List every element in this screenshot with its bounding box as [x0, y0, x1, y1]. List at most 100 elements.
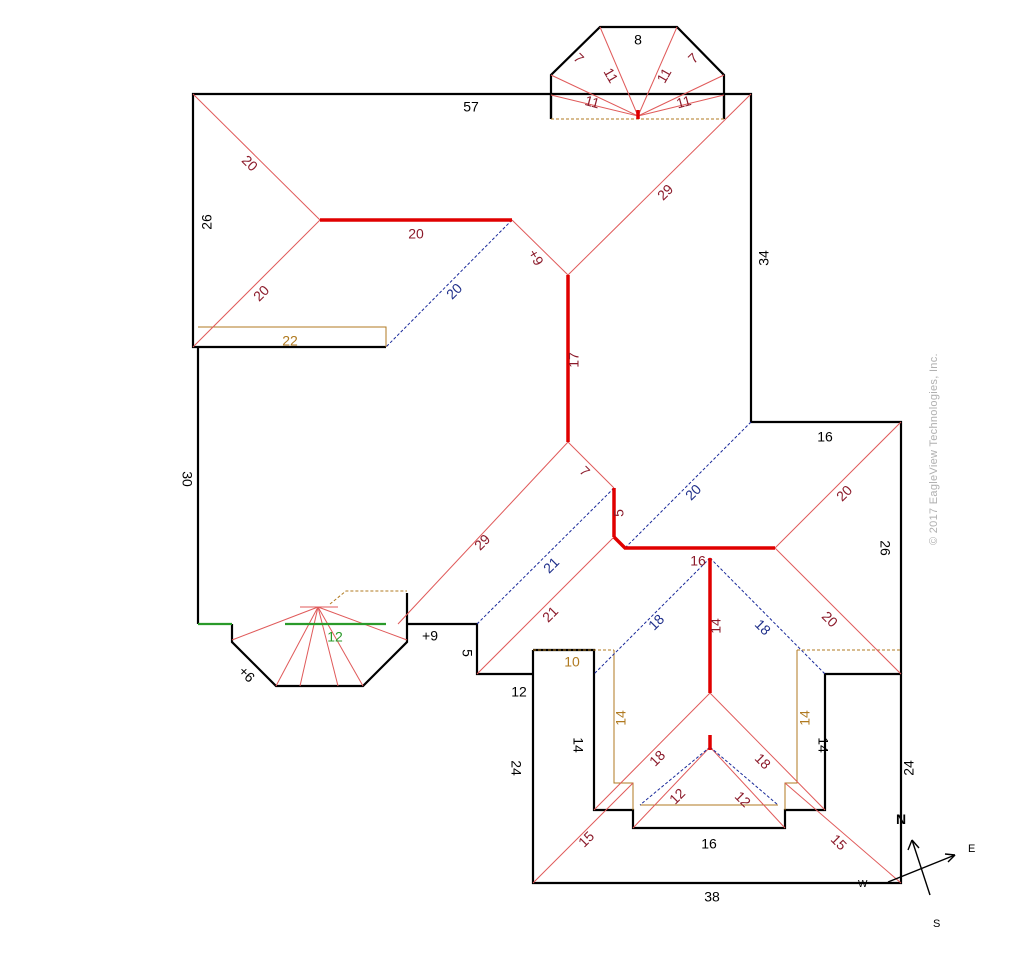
label-hip-plus9: +9: [525, 246, 547, 268]
bay-hip-3: [299, 606, 319, 687]
label-gable-11-a: 11: [601, 65, 622, 86]
rake-upper-left: [198, 326, 387, 347]
hip-right-lower: [774, 547, 902, 675]
label-hip-7: 7: [577, 463, 594, 480]
label-left-lower-eave: 30: [179, 471, 195, 487]
label-hip-12-left: 12: [666, 785, 688, 807]
hip-7: [567, 441, 615, 489]
label-step-12: 12: [511, 684, 527, 700]
gable-hip-1: [550, 74, 639, 117]
label-valley-21: 21: [540, 554, 562, 576]
eave-upper-west-block: [191, 92, 903, 674]
label-valley-20-right: 20: [682, 481, 704, 503]
hip-ne-upper: [567, 93, 752, 276]
label-valley-20-left: 20: [443, 280, 465, 302]
label-hip-15-right: 15: [828, 831, 850, 853]
valley-18-left: [593, 557, 711, 675]
label-inner-right-14: 14: [815, 737, 831, 753]
rake-dashed-lines: [329, 118, 901, 651]
hip-21: [476, 536, 615, 675]
gable-hip-2: [599, 26, 639, 117]
rake-left-bay: [329, 590, 407, 605]
eave-top-gable: [549, 25, 726, 119]
eave-left-bay: [230, 593, 409, 688]
label-flash-12: 12: [327, 629, 343, 645]
label-bay-right-plus9: +9: [422, 628, 438, 644]
bay-hip-4: [317, 606, 339, 687]
label-left-lower-wing-eave: 24: [508, 760, 524, 776]
valley-inner-left: [639, 746, 711, 806]
ridge-16: [612, 535, 775, 550]
label-gable-7-right: 7: [685, 50, 702, 67]
label-ridge-17: 17: [566, 352, 582, 368]
hip-29-lower: [397, 441, 569, 625]
label-rake-14-right: 14: [797, 710, 813, 726]
label-hip-20-right-upper: 20: [833, 482, 855, 504]
label-gable-11-d: 11: [675, 92, 693, 111]
hip-plus9: [511, 219, 569, 276]
valley-lines: [385, 219, 826, 806]
label-gable-11-b: 11: [653, 65, 674, 86]
gable-hip-5: [550, 94, 639, 117]
label-hip-29-lower: 29: [471, 531, 493, 553]
rake-lower-left: [613, 650, 634, 810]
compass-east-label: E: [968, 843, 975, 855]
hip-inner-left: [632, 746, 711, 829]
gable-hip-4: [637, 74, 725, 117]
label-right-mid-eave-top: 16: [817, 429, 833, 445]
label-hip-20-left: 20: [250, 282, 272, 304]
ridge-lines: [320, 110, 775, 750]
label-right-mid-eave: 26: [877, 540, 893, 556]
copyright-watermark: © 2017 EagleView Technologies, Inc.: [928, 353, 940, 545]
valley-18-right: [709, 557, 826, 675]
label-hip-18-left: 18: [646, 747, 668, 769]
label-ridge-16: 16: [690, 553, 706, 569]
label-gable-11-c: 11: [583, 92, 601, 111]
label-rake-22: 22: [282, 333, 298, 349]
label-hip-20-upper: 20: [239, 152, 261, 174]
label-gable-top-8: 8: [634, 32, 642, 48]
hip-15-left: [532, 782, 634, 884]
hip-lines: [192, 26, 902, 884]
label-hip-18-right: 18: [752, 750, 774, 772]
label-top-eave: 57: [463, 99, 479, 115]
label-inner-bottom-eave: 16: [701, 836, 717, 852]
valley-21: [476, 487, 615, 625]
label-bottom-eave: 38: [704, 889, 720, 905]
label-rake-14-left: 14: [613, 710, 629, 726]
label-left-upper-eave: 26: [199, 214, 215, 230]
label-hip-29-upper: 29: [654, 181, 676, 203]
label-rake-10: 10: [564, 654, 580, 670]
label-hip-15-left: 15: [575, 828, 597, 850]
hip-lower-left: [593, 692, 711, 811]
label-ridge-20: 20: [408, 226, 424, 242]
hip-nw: [192, 93, 321, 221]
rake-lines: [198, 326, 798, 810]
bay-hip-5: [317, 606, 364, 687]
label-right-upper-eave: 34: [756, 250, 772, 266]
eave-step-sw: [407, 622, 533, 676]
compass-north-label: N: [896, 811, 906, 827]
rake-lower-right: [784, 650, 798, 810]
eave-lines: [191, 25, 903, 885]
hip-sw-upper: [192, 219, 321, 348]
gable-hip-6: [637, 94, 725, 117]
label-valley-18-left: 18: [645, 611, 667, 633]
label-hip-21: 21: [539, 603, 561, 625]
compass-rose: N E S W: [858, 811, 975, 930]
bay-hip-2: [275, 606, 319, 687]
hip-right-upper: [774, 421, 902, 549]
label-right-lower-eave: 24: [901, 760, 917, 776]
compass-south-label: S: [933, 918, 940, 930]
label-ridge-14: 14: [708, 618, 724, 634]
hip-inner-right: [709, 746, 786, 829]
bay-hip-1: [231, 606, 319, 641]
label-ridge-5: 5: [611, 509, 627, 517]
hip-lower-right: [709, 692, 826, 811]
compass-west-label: W: [858, 879, 868, 890]
hip-15-right: [784, 782, 902, 884]
label-step-5: 5: [459, 649, 475, 657]
gable-hip-3: [637, 26, 678, 117]
